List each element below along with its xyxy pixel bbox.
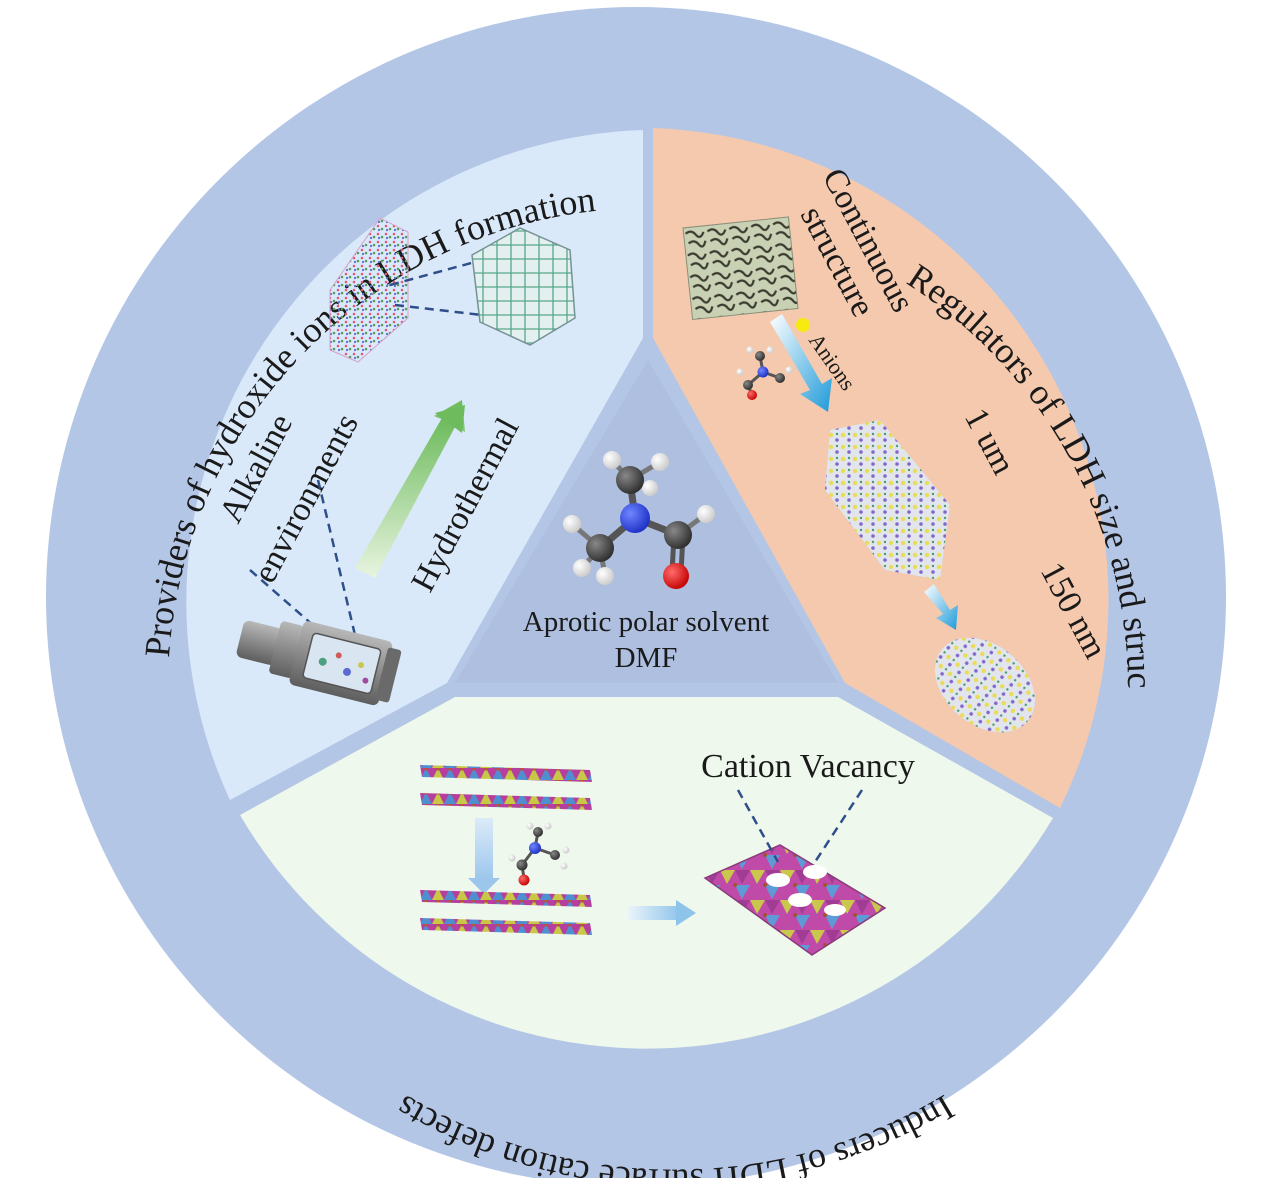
cation-vacancy-label: Cation Vacancy [701,748,915,785]
dashed-link-alkaline-1 [249,569,331,641]
anion-arrow [770,314,832,412]
continuous-structure-image [682,216,799,321]
autoclave-reactor-icon [236,620,402,706]
dmf-molecule [563,451,715,589]
ldh-nanosheet-large [825,420,950,580]
ldh-bilayer-top [420,765,592,810]
exfoliation-arrow [475,818,493,880]
ldh-defect-sheet [703,844,887,956]
ldh-crystal-dots [329,217,409,363]
center-label-line1: Aprotic polar solvent [523,606,769,638]
ldh-lattice-hexagon [471,227,576,346]
anion-dot [796,318,810,332]
ldh-nanosheet-small [934,637,1036,733]
dmf-small-molecule-bottom [508,822,570,886]
vacancy-pointer-left [736,789,780,863]
bottom-sector [240,697,1053,1049]
transform-arrow-head [676,900,696,926]
dmf-small-molecule-right [736,346,793,400]
exfoliation-arrow-head [468,878,500,894]
ldh-bilayer-bottom [420,890,592,935]
transform-arrow [628,906,680,920]
shrink-arrow [924,584,958,630]
hydrothermal-arrow [355,400,465,578]
center-label-line2: DMF [615,642,678,674]
dashed-link-alkaline-2 [316,479,357,636]
